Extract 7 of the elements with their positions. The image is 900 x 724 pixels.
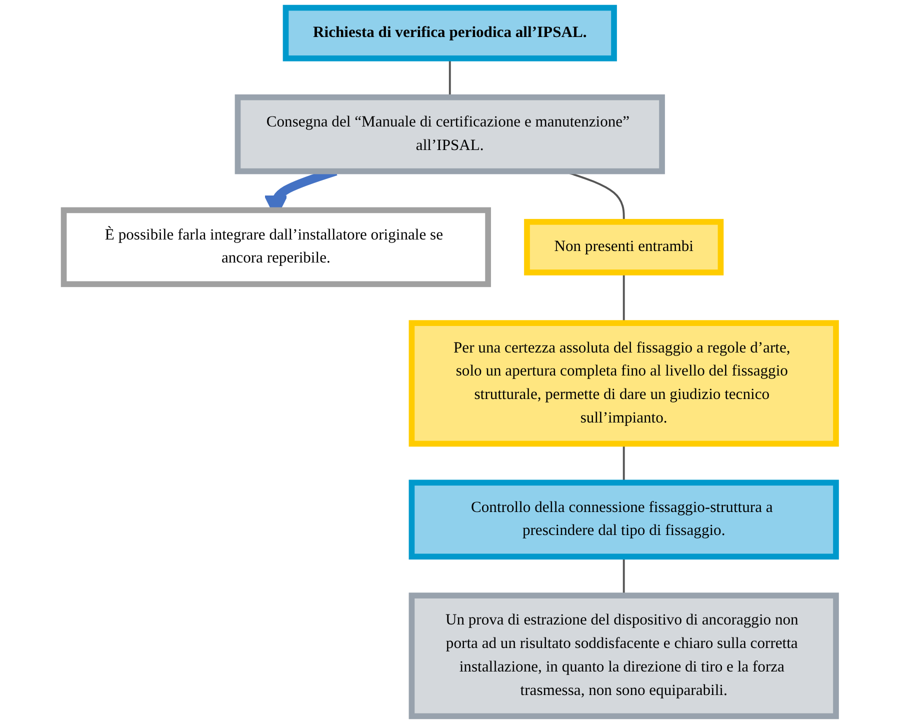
node-box: Un prova di estrazione del dispositivo di ancoraggio non porta ad un risultato soddisfacente e chiaro sulla corretta installazione, in quanto la direzione di tiro e la forza trasmessa, non sono equiparabili. bbox=[408, 592, 839, 720]
node-box: È possibile farla integrare dall’installatore originale se ancora reperibile. bbox=[60, 207, 492, 288]
node-box: Richiesta di verifica periodica all’IPSAL. bbox=[282, 4, 618, 62]
node-box: Consegna del “Manuale di certificazione e manutenzione” all’IPSAL. bbox=[234, 94, 666, 174]
node-box: Per una certezza assoluta del fissaggio a regole d’arte, solo un apertura completa fino al livello del fissaggio strutturale, permette di dare un giudizio tecnico sull’impianto. bbox=[408, 320, 839, 447]
node-box: Controllo della connessione fissaggio-struttura a prescindere dal tipo di fissaggio. bbox=[408, 480, 839, 560]
node-box: Non presenti entrambi bbox=[524, 218, 724, 276]
